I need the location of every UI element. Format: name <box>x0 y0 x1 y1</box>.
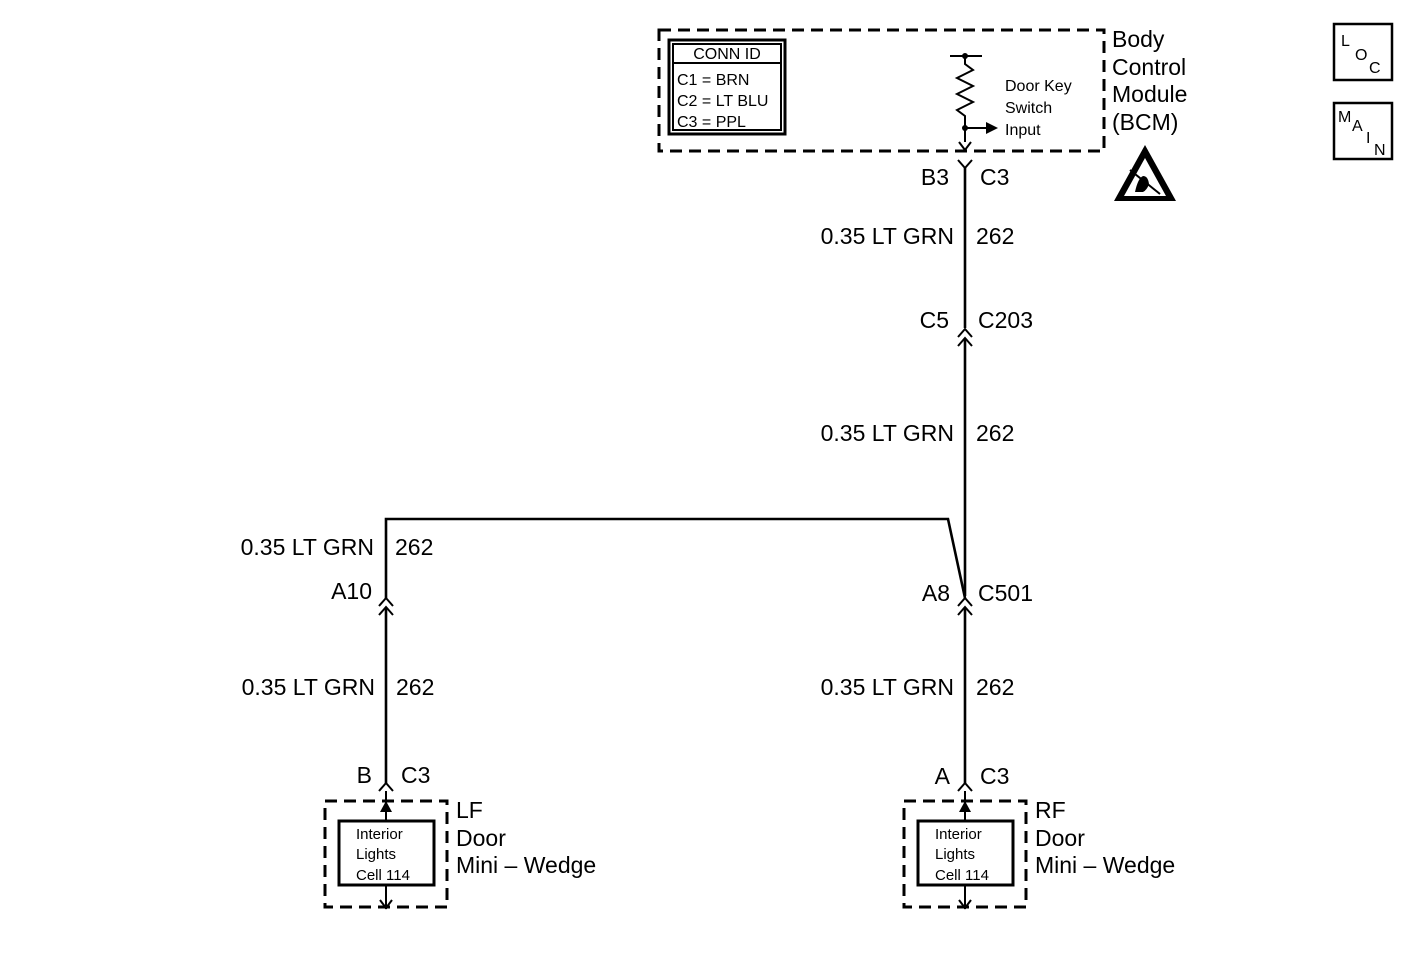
rf-lamp-pin-symbol <box>957 781 973 792</box>
c501-connector-symbol <box>957 596 973 616</box>
lf-lamp-pin-label: B <box>357 762 372 788</box>
lf-lamp-title: Mini – Wedge <box>456 852 596 878</box>
bcm-title: Body <box>1112 26 1165 52</box>
bcm-title: Module <box>1112 81 1187 107</box>
lf-lamp-cell-ref: Interior <box>356 826 403 843</box>
loc-button[interactable]: L O C <box>1332 22 1394 82</box>
c203-pin-label: C5 <box>920 307 949 333</box>
main-button-letter: M <box>1338 109 1351 126</box>
door-key-switch-input-label: Input <box>1005 122 1041 139</box>
main-button-letter: I <box>1366 130 1370 147</box>
lf-lamp-connector-label: C3 <box>401 762 430 788</box>
bcm-outline <box>657 28 1106 153</box>
rf-lamp-title: RF <box>1035 797 1066 823</box>
wire-splice-left-branch <box>384 517 967 599</box>
c501-connector-label: C501 <box>978 580 1033 606</box>
lf-lamp-cell-ref: Cell 114 <box>356 867 410 884</box>
left-inline-connector-symbol <box>378 596 394 616</box>
wire-circuit-number: 262 <box>976 674 1014 700</box>
wire-circuit-number: 262 <box>395 534 433 560</box>
lf-lamp-title: LF <box>456 797 483 823</box>
lf-lamp-title: Door <box>456 825 506 851</box>
loc-button-letter: L <box>1341 33 1350 50</box>
esd-warning-icon <box>1114 145 1176 201</box>
door-key-switch-input-label: Door Key <box>1005 78 1072 95</box>
bcm-title: (BCM) <box>1112 109 1178 135</box>
main-button-letter: A <box>1352 118 1363 135</box>
rf-lamp-cell-ref-box[interactable] <box>916 819 1015 887</box>
wire-circuit-number: 262 <box>396 674 434 700</box>
wire-gauge-color: 0.35 LT GRN <box>821 223 954 249</box>
rf-lamp-cell-ref: Cell 114 <box>935 867 989 884</box>
conn-id-table: CONN ID C1 = BRN C2 = LT BLU C3 = PPL <box>667 38 787 136</box>
bcm-module: CONN ID C1 = BRN C2 = LT BLU C3 = PPL Do… <box>657 26 1187 153</box>
main-button-letter: N <box>1374 142 1386 159</box>
wire-circuit-number: 262 <box>976 420 1014 446</box>
rf-lamp-pin-label: A <box>935 763 951 789</box>
c203-connector-label: C203 <box>978 307 1033 333</box>
wire-gauge-color: 0.35 LT GRN <box>241 534 374 560</box>
lf-door-lamp: B C3 Interior Lights Cell 114 LF Door Mi… <box>323 762 596 910</box>
lf-lamp-cell-ref-box[interactable] <box>337 819 436 887</box>
loc-button-letter: C <box>1369 60 1381 77</box>
rf-door-lamp: A C3 Interior Lights Cell 114 RF Door Mi… <box>902 763 1175 910</box>
rf-lamp-connector-label: C3 <box>980 763 1009 789</box>
left-inline-pin-label: A10 <box>331 578 372 604</box>
lf-lamp-cell-ref: Lights <box>356 846 396 863</box>
wire-circuit-number: 262 <box>976 223 1014 249</box>
conn-id-row: C2 = LT BLU <box>677 93 768 110</box>
door-key-switch-input-label: Switch <box>1005 100 1052 117</box>
conn-id-header: CONN ID <box>693 46 761 63</box>
bcm-connector-label: C3 <box>980 164 1009 190</box>
rf-lamp-title: Mini – Wedge <box>1035 852 1175 878</box>
rf-lamp-title: Door <box>1035 825 1085 851</box>
loc-button-letter: O <box>1355 47 1367 64</box>
bcm-pin-b3 <box>957 159 973 170</box>
pull-up-resistor-icon <box>950 53 998 152</box>
main-button[interactable]: M A I N <box>1332 101 1394 161</box>
wire-gauge-color: 0.35 LT GRN <box>242 674 375 700</box>
lf-lamp-pin-symbol <box>378 781 394 792</box>
wire-gauge-color: 0.35 LT GRN <box>821 674 954 700</box>
conn-id-row: C1 = BRN <box>677 72 749 89</box>
bcm-title: Control <box>1112 54 1186 80</box>
conn-id-row: C3 = PPL <box>677 114 746 131</box>
rf-lamp-cell-ref: Lights <box>935 846 975 863</box>
c501-pin-label: A8 <box>922 580 950 606</box>
wire-gauge-color: 0.35 LT GRN <box>821 420 954 446</box>
bcm-pin-label: B3 <box>921 164 949 190</box>
rf-lamp-cell-ref: Interior <box>935 826 982 843</box>
